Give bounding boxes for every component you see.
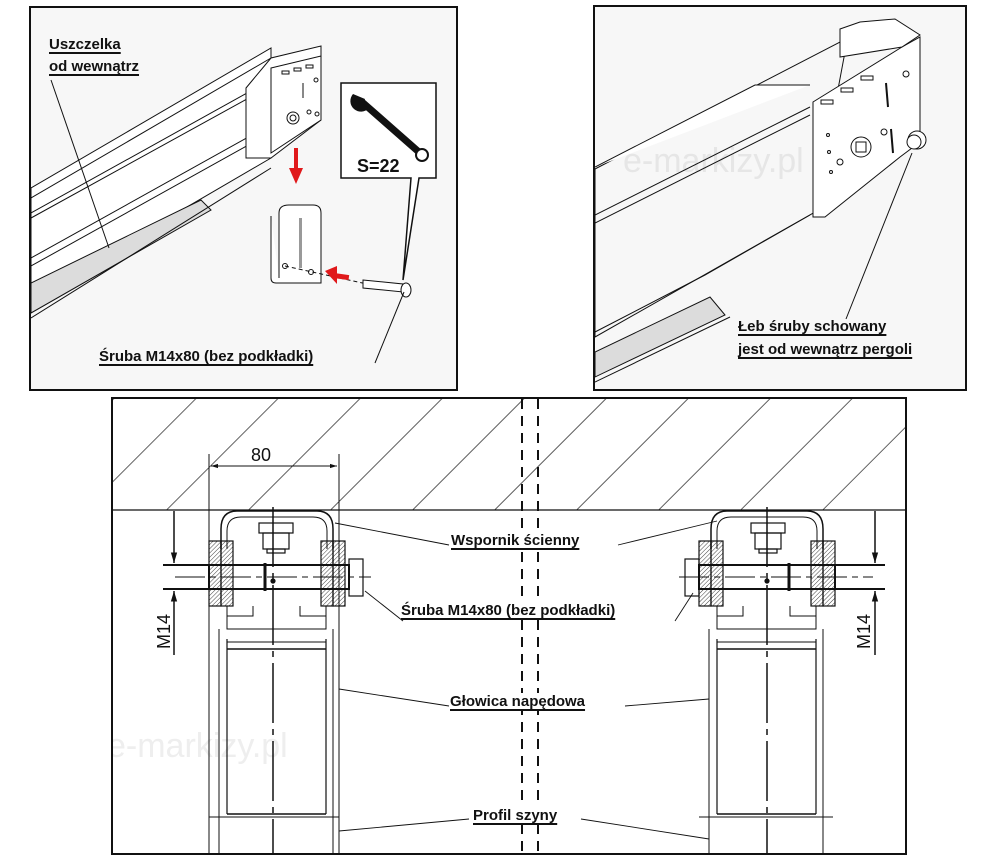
bolt-label: Śruba M14x80 (bez podkładki) xyxy=(99,348,314,365)
red-arrow-left xyxy=(325,266,350,284)
red-arrow-down xyxy=(289,148,303,184)
drive-head-plate xyxy=(812,18,921,218)
panel-assembly-step: S=22 Uszczelka od wewnątrz Śruba M14x80 … xyxy=(29,6,458,391)
dimension-m14-left-label: M14 xyxy=(154,614,174,649)
seal-strip xyxy=(31,199,212,314)
wall-bracket-label: Wspornik ścienny xyxy=(451,532,580,549)
bolt-head-label-line1: Łeb śruby schowany xyxy=(738,318,887,335)
seal-label-line2: od wewnątrz xyxy=(49,58,140,75)
break-lines xyxy=(521,399,539,853)
watermark: e-markizy.pl xyxy=(111,727,288,765)
installed-illustration xyxy=(595,18,927,383)
watermark: e-markizy.pl xyxy=(623,142,804,180)
cross-section-drawing: 80 M14 M14 xyxy=(113,399,905,853)
bolt xyxy=(362,279,412,298)
assembly-illustration: S=22 xyxy=(31,45,437,364)
bolt-label: Śruba M14x80 (bez podkładki) xyxy=(401,602,616,619)
wall-bracket-left xyxy=(220,510,334,549)
wall-bracket xyxy=(270,204,377,287)
drive-head-label: Głowica napędowa xyxy=(450,693,586,710)
wall-section xyxy=(113,399,905,510)
seal-leader-line xyxy=(50,79,110,249)
seal-label-line1: Uszczelka xyxy=(49,36,121,53)
rail-profile xyxy=(31,47,272,319)
dimension-80-label: 80 xyxy=(251,445,271,465)
leader-lines xyxy=(334,520,718,840)
wrench-icon xyxy=(350,94,429,162)
panel-installed-view: e-markizy.pl Łeb śruby schowany jest xyxy=(593,5,967,391)
dimension-m14-right-label: M14 xyxy=(854,614,874,649)
bolt-leader-line xyxy=(374,291,405,364)
drive-head-plate xyxy=(245,45,322,159)
seal-label: Uszczelka od wewnątrz xyxy=(49,34,139,78)
rail-profile-label: Profil szyny xyxy=(473,807,558,824)
wrench-size-label: S=22 xyxy=(357,156,400,176)
left-assembly xyxy=(163,454,371,853)
panel-cross-section: e-markizy.pl xyxy=(111,397,907,855)
wrench-callout: S=22 xyxy=(340,82,437,281)
bolt-head-label-line2: jest od wewnątrz pergoli xyxy=(738,341,913,358)
bolt-head xyxy=(906,130,927,150)
right-assembly xyxy=(679,507,885,853)
bolt-head-leader-line xyxy=(845,152,913,320)
bolt-head-label: Łeb śruby schowany jest od wewnątrz perg… xyxy=(738,315,912,361)
